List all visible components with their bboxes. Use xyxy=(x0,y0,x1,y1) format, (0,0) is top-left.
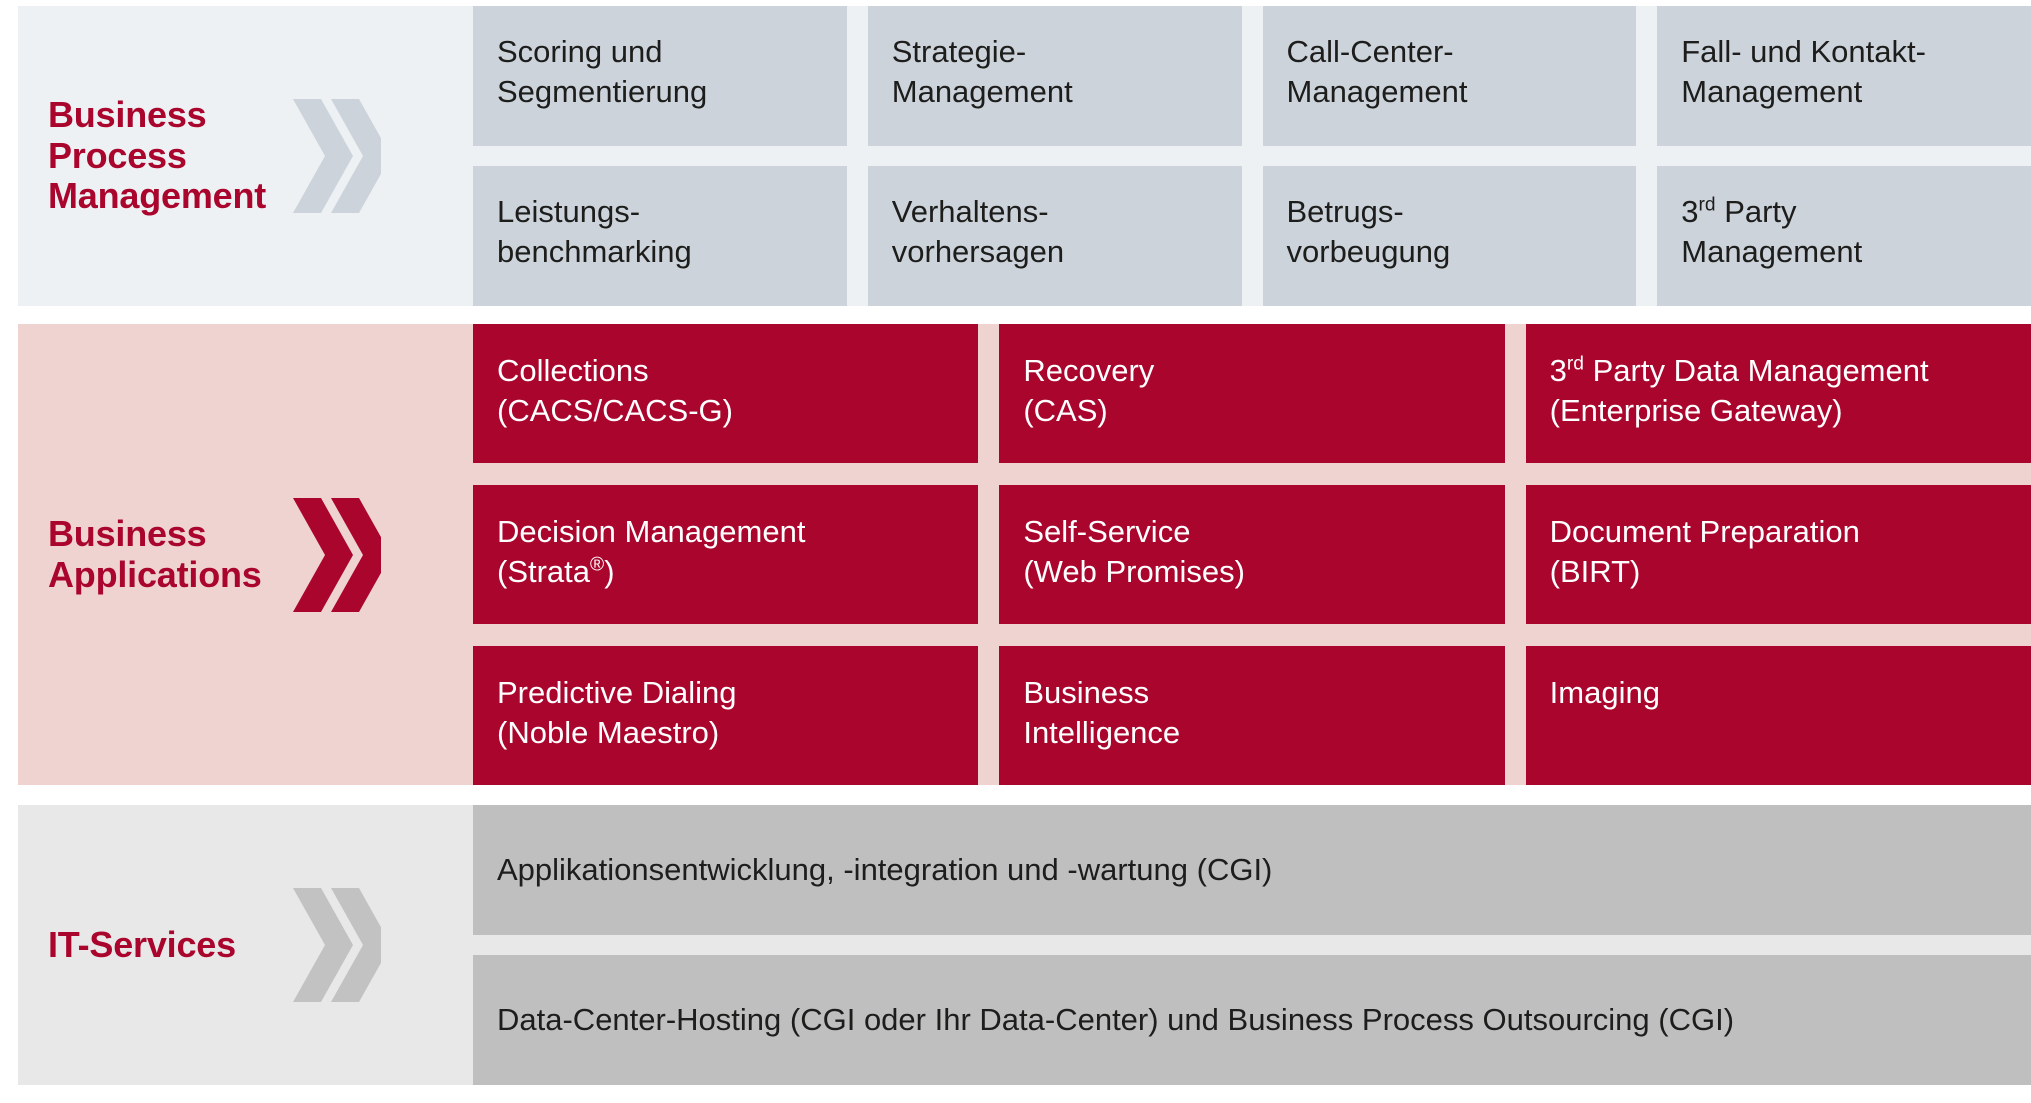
grid-cell[interactable]: Fall- und Kontakt-Management xyxy=(1657,6,2031,146)
band-title-apps: Business Applications xyxy=(48,512,262,595)
grid-row: Decision Management(Strata®) Self-Servic… xyxy=(473,485,2031,624)
cell-text: Strategie-Management xyxy=(891,34,1073,110)
grid-cell[interactable]: Strategie-Management xyxy=(867,6,1242,146)
grid-cell[interactable]: Collections(CACS/CACS-G) xyxy=(473,324,979,463)
cell-text: Call-Center-Management xyxy=(1286,34,1468,110)
cell-text: Recovery(CAS) xyxy=(1023,353,1155,429)
double-chevron-right-icon xyxy=(291,97,381,215)
cell-text: Imaging xyxy=(1549,675,1660,710)
band-business-applications: Business Applications Collections(CACS/C… xyxy=(18,324,2031,785)
grid-cell[interactable]: Verhaltens-vorhersagen xyxy=(867,166,1242,306)
cell-text: Betrugs-vorbeugung xyxy=(1286,194,1451,270)
cell-text: Leistungs-benchmarking xyxy=(497,194,692,270)
band-title-bpm: Business Process Management xyxy=(48,93,267,217)
band-it-services: IT-Services Applikationsentwicklung, -in… xyxy=(18,805,2031,1085)
grid-cell[interactable]: Leistungs-benchmarking xyxy=(473,166,847,306)
grid-cell[interactable]: Call-Center-Management xyxy=(1262,6,1637,146)
grid-row: Data-Center-Hosting (CGI oder Ihr Data-C… xyxy=(473,955,2031,1085)
grid-cell[interactable]: Document Preparation(BIRT) xyxy=(1525,485,2031,624)
cell-text: Fall- und Kontakt-Management xyxy=(1681,34,1926,110)
cell-text: Predictive Dialing(Noble Maestro) xyxy=(497,675,737,751)
grid-cell[interactable]: 3rd Party Data Management(Enterprise Gat… xyxy=(1525,324,2031,463)
cell-text: Verhaltens-vorhersagen xyxy=(891,194,1065,270)
grid-cell[interactable]: Imaging xyxy=(1525,646,2031,785)
grid-row: Predictive Dialing(Noble Maestro) Busine… xyxy=(473,646,2031,785)
grid-row: Leistungs-benchmarking Verhaltens-vorher… xyxy=(473,166,2031,306)
band-label-column-apps: Business Applications xyxy=(18,324,473,785)
cell-text: 3rd Party Data Management(Enterprise Gat… xyxy=(1549,353,1929,429)
cell-text: Collections(CACS/CACS-G) xyxy=(497,353,733,429)
grid-row: Applikationsentwicklung, -integration un… xyxy=(473,805,2031,935)
double-chevron-right-icon xyxy=(291,886,381,1004)
registered-trademark-icon: ® xyxy=(590,554,605,576)
double-chevron-right-icon xyxy=(291,496,381,614)
band-grid-apps: Collections(CACS/CACS-G) Recovery(CAS) 3… xyxy=(473,324,2031,785)
grid-cell[interactable]: Applikationsentwicklung, -integration un… xyxy=(473,805,2031,935)
band-title-it: IT-Services xyxy=(48,923,236,965)
grid-cell[interactable]: Recovery(CAS) xyxy=(999,324,1505,463)
ordinal-suffix: rd xyxy=(1698,194,1716,216)
cell-text: Document Preparation(BIRT) xyxy=(1549,514,1860,590)
band-label-column-bpm: Business Process Management xyxy=(18,6,473,306)
cell-text: Data-Center-Hosting (CGI oder Ihr Data-C… xyxy=(497,1001,1735,1037)
band-label-column-it: IT-Services xyxy=(18,805,473,1085)
grid-cell[interactable]: Decision Management(Strata®) xyxy=(473,485,979,624)
cell-text: Applikationsentwicklung, -integration un… xyxy=(497,851,1273,887)
grid-cell[interactable]: Self-Service(Web Promises) xyxy=(999,485,1505,624)
band-grid-it: Applikationsentwicklung, -integration un… xyxy=(473,805,2031,1085)
grid-row: Collections(CACS/CACS-G) Recovery(CAS) 3… xyxy=(473,324,2031,463)
grid-cell[interactable]: Betrugs-vorbeugung xyxy=(1262,166,1637,306)
cell-text: Decision Management(Strata®) xyxy=(497,514,806,590)
grid-cell[interactable]: Predictive Dialing(Noble Maestro) xyxy=(473,646,979,785)
ordinal-suffix: rd xyxy=(1566,353,1584,375)
grid-cell[interactable]: Data-Center-Hosting (CGI oder Ihr Data-C… xyxy=(473,955,2031,1085)
cell-text: Self-Service(Web Promises) xyxy=(1023,514,1245,590)
